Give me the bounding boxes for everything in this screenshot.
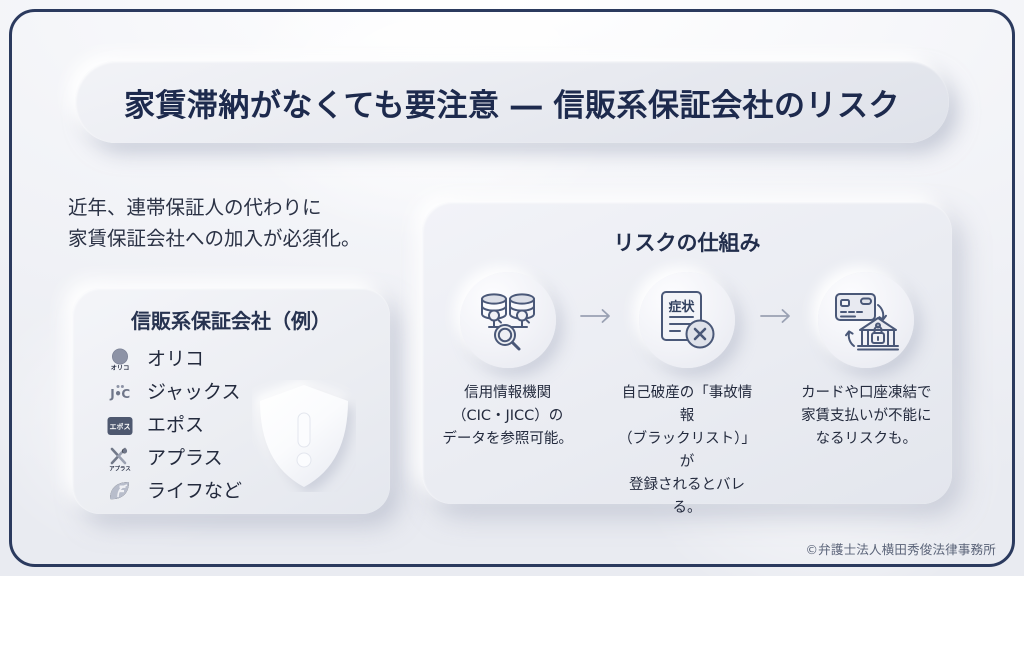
document-reject-icon: 症状 xyxy=(660,291,715,349)
step-caption: カードや口座凍結で 家賃支払いが不能に なるリスクも。 xyxy=(801,385,932,447)
list-item: ライフなど xyxy=(105,475,242,508)
risk-panel: リスクの仕組み xyxy=(422,202,952,516)
risk-steps: 信用情報機関 （CIC・JICC）の データを参照可能。 症状 xyxy=(436,272,938,520)
svg-text:J•C: J•C xyxy=(109,387,130,401)
list-item: エポス エポス xyxy=(105,409,242,442)
company-card: 信販系保証会社（例） xyxy=(72,288,390,514)
risk-step-2: 症状 自己破産の「事故情報 （ブラックリスト）」が 登録されるとバレる。 xyxy=(615,272,758,520)
list-item: J•C ジャックス xyxy=(105,376,242,409)
epos-logo-icon: エポス xyxy=(105,413,135,439)
footer-credit: ©弁護士法人横田秀俊法律事務所 xyxy=(805,542,996,557)
svg-text:エポス: エポス xyxy=(110,421,131,430)
document-label: 症状 xyxy=(668,299,695,315)
page-title: 家賃滞納がなくても要注意 ― 信販系保証会社のリスク xyxy=(123,87,901,124)
list-item: アプラス アプラス xyxy=(105,442,242,475)
svg-text:アプラス: アプラス xyxy=(109,464,130,472)
database-search-icon xyxy=(480,293,535,351)
company-name: エポス xyxy=(147,414,205,436)
company-name: オリコ xyxy=(147,348,205,370)
orico-logo-icon: オリコ xyxy=(105,347,135,373)
aplus-logo-icon: アプラス xyxy=(105,446,135,472)
list-item: オリコ オリコ xyxy=(105,343,242,376)
step-icon-disc: 症状 xyxy=(638,272,735,368)
company-card-title: 信販系保証会社（例） xyxy=(131,309,331,333)
step-icon-disc xyxy=(459,272,556,368)
jaccs-logo-icon: J•C xyxy=(105,380,135,406)
step-icon-disc xyxy=(818,272,915,368)
shield-exclamation-icon xyxy=(260,385,348,487)
company-list: オリコ オリコ J•C ジャックス xyxy=(105,343,242,508)
arrow-right-icon xyxy=(579,308,615,324)
company-name: アプラス xyxy=(147,447,223,469)
company-name: ライフなど xyxy=(147,480,243,502)
lead-paragraph: 近年、連帯保証人の代わりに 家賃保証会社への加入が必須化。 xyxy=(68,196,361,250)
title-banner: 家賃滞納がなくても要注意 ― 信販系保証会社のリスク xyxy=(75,61,949,143)
risk-step-3: カードや口座凍結で 家賃支払いが不能に なるリスクも。 xyxy=(795,272,938,451)
life-logo-icon xyxy=(105,479,135,505)
arrow-right-icon xyxy=(759,308,795,324)
svg-text:オリコ: オリコ xyxy=(111,365,130,372)
company-name: ジャックス xyxy=(147,381,241,403)
step-caption: 信用情報機関 （CIC・JICC）の データを参照可能。 xyxy=(442,385,573,447)
card-bank-lock-icon xyxy=(835,293,900,351)
step-caption: 自己破産の「事故情報 （ブラックリスト）」が 登録されるとバレる。 xyxy=(618,385,756,516)
risk-step-1: 信用情報機関 （CIC・JICC）の データを参照可能。 xyxy=(436,272,579,451)
risk-panel-title: リスクの仕組み xyxy=(613,231,761,255)
